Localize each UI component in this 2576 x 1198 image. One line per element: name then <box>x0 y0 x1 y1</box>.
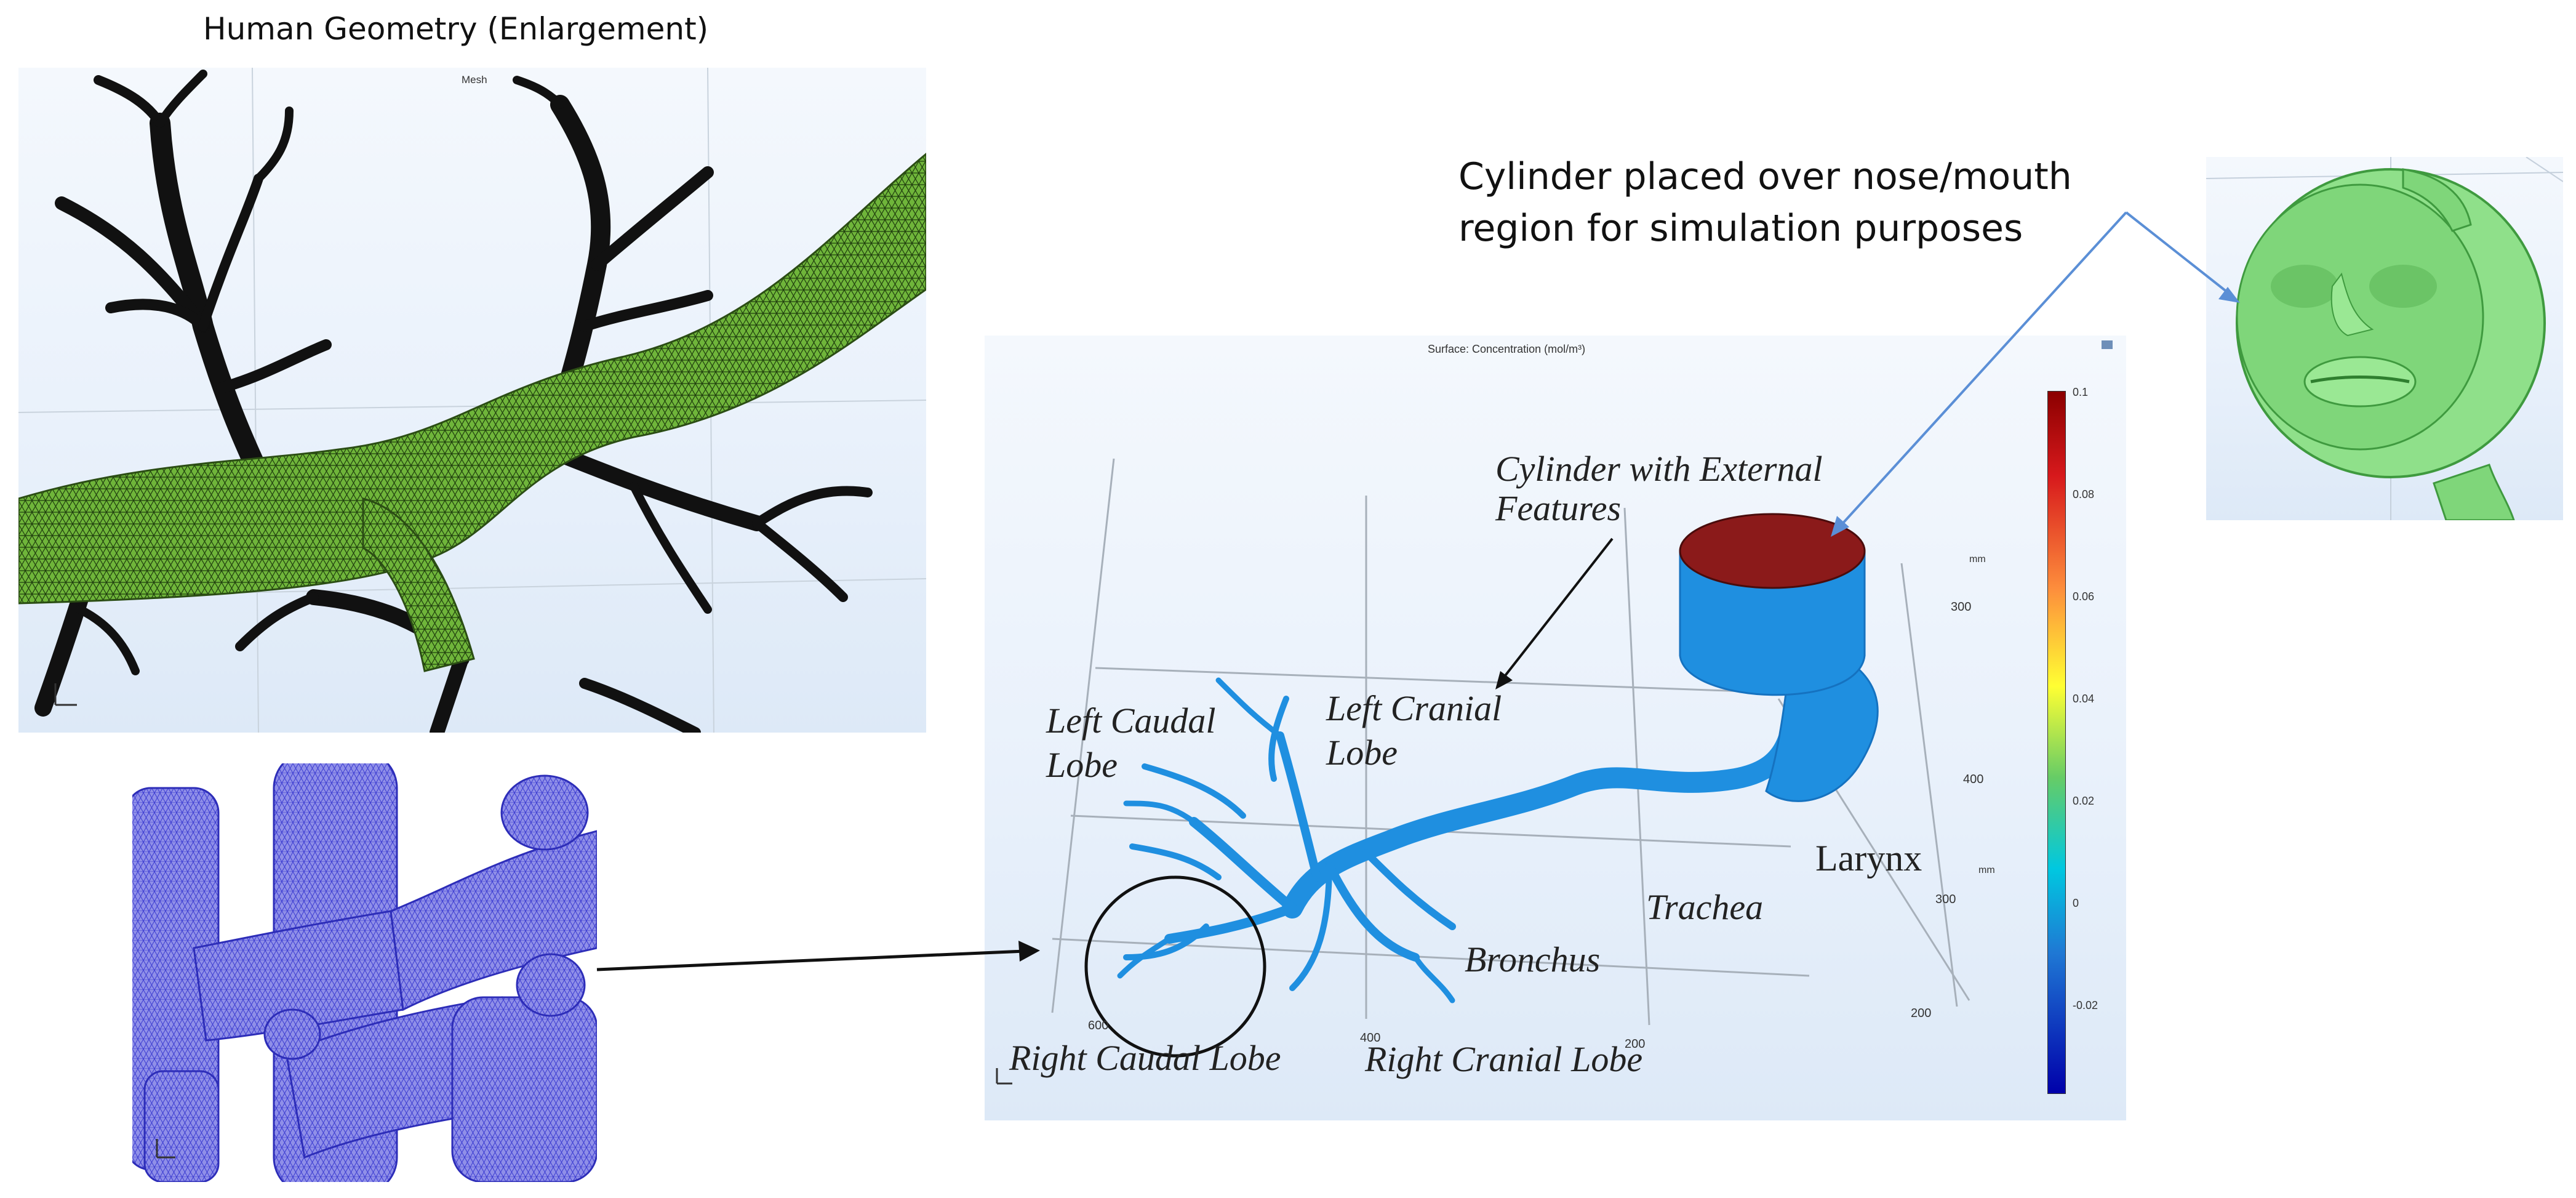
label-cylinder-external-line1: Cylinder with External <box>1495 449 1823 489</box>
label-larynx: Larynx <box>1815 838 1922 878</box>
label-right-caudal: Right Caudal Lobe <box>1009 1038 1281 1078</box>
label-left-caudal-line1: Left Caudal <box>1046 701 1216 741</box>
surface-panel: Surface: Concentration (mol/m³) <box>985 336 2126 1120</box>
axis-number-7: 600 <box>1088 1019 1109 1032</box>
cylinder-note-line2: region for simulation purposes <box>1458 207 2023 250</box>
label-bronchus: Bronchus <box>1465 939 1601 979</box>
axis-number-5: 400 <box>1360 1031 1381 1045</box>
blue-mesh-panel <box>132 763 597 1182</box>
surface-header: Surface: Concentration (mol/m³) <box>1428 343 1586 355</box>
axis-number-3: 300 <box>1935 893 1956 906</box>
axis-unit-top: mm <box>1969 554 1986 565</box>
label-left-cranial-line1: Left Cranial <box>1326 688 1502 728</box>
label-right-cranial: Right Cranial Lobe <box>1365 1039 1643 1079</box>
airway-model <box>996 458 1970 1085</box>
green-mesh-panel: Mesh <box>18 68 926 733</box>
label-cylinder-external-line2: Features <box>1495 488 1622 528</box>
face-cylinder-image <box>2206 157 2563 520</box>
label-left-caudal-line2: Lobe <box>1046 745 1118 785</box>
colorbar-tick-3: 0.04 <box>2073 693 2095 705</box>
cylinder-note-line1: Cylinder placed over nose/mouth <box>1458 155 2072 198</box>
green-mesh-image <box>18 68 926 733</box>
face-panel <box>2206 157 2563 520</box>
arrow-mesh-to-circle <box>596 949 1025 971</box>
label-cylinder-external: Cylinder with External Features <box>1495 449 1823 528</box>
colorbar <box>2047 391 2066 1094</box>
axis-number-6: 200 <box>1625 1037 1646 1051</box>
blue-mesh-image <box>132 763 597 1182</box>
colorbar-tick-2: 0.06 <box>2073 590 2095 603</box>
label-left-caudal: Left Caudal Lobe <box>1046 699 1216 787</box>
cylinder-note: Cylinder placed over nose/mouth region f… <box>1458 151 2072 254</box>
colorbar-tick-6: -0.02 <box>2073 999 2098 1011</box>
label-left-cranial: Left Cranial Lobe <box>1326 686 1502 775</box>
axis-number-1: 300 <box>1951 600 1972 614</box>
colorbar-tick-1: 0.08 <box>2073 488 2095 501</box>
label-left-cranial-line2: Lobe <box>1326 733 1398 773</box>
human-geometry-title: Human Geometry (Enlargement) <box>203 11 709 47</box>
label-trachea: Trachea <box>1646 887 1764 927</box>
axis-number-4: 200 <box>1911 1007 1932 1020</box>
axis-number-2: 400 <box>1963 773 1984 786</box>
colorbar-tick-5: 0 <box>2073 897 2079 909</box>
colorbar-tick-4: 0.02 <box>2073 795 2095 807</box>
mesh-header: Mesh <box>462 74 487 86</box>
colorbar-tick-0: 0.1 <box>2073 386 2089 398</box>
axis-unit-mid: mm <box>1978 865 1995 875</box>
